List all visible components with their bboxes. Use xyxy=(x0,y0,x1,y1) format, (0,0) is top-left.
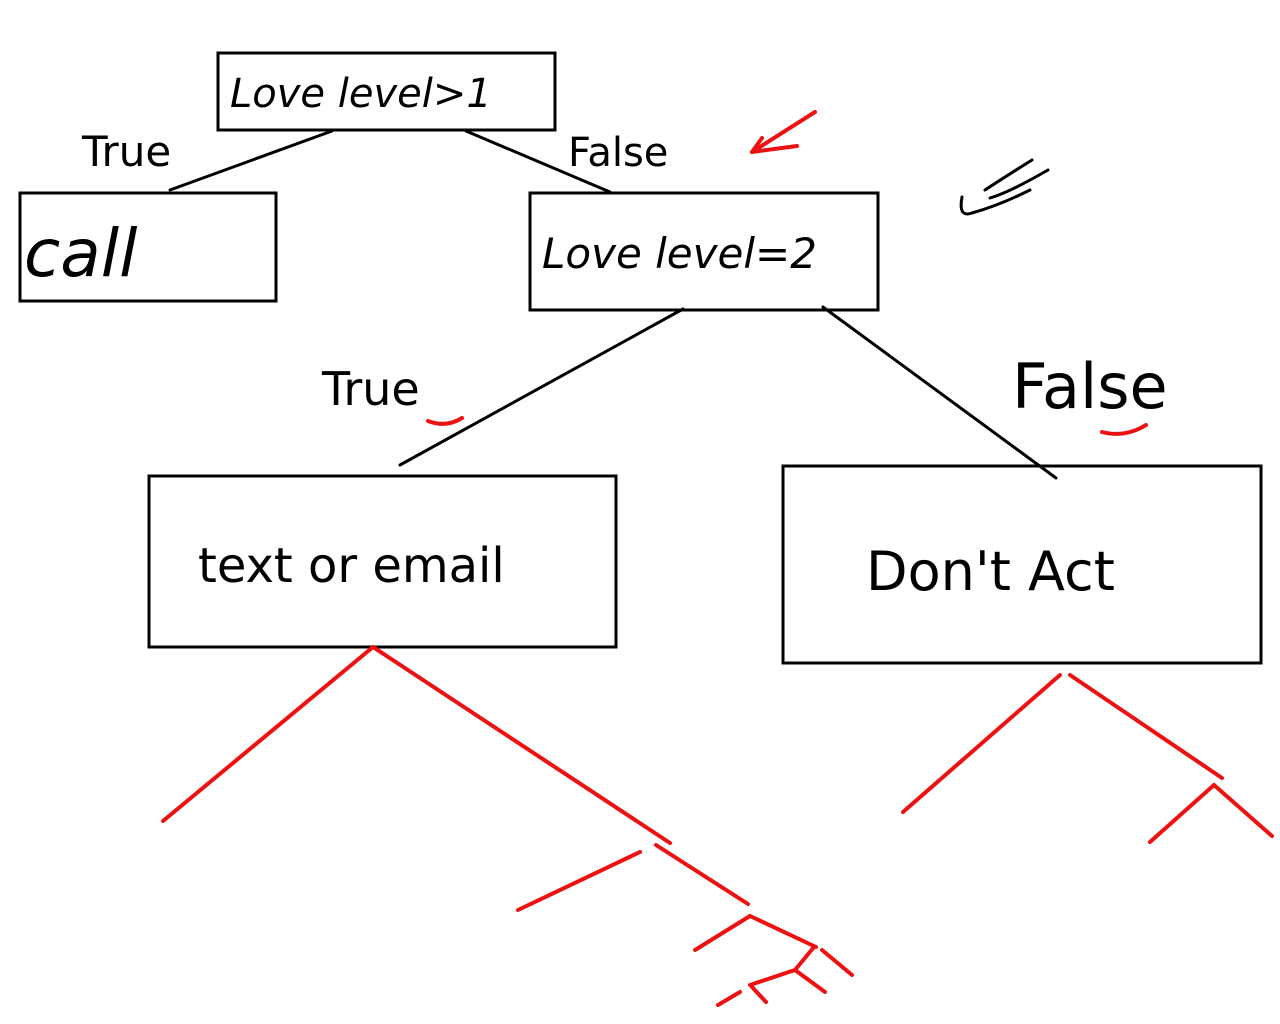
edge-second-false xyxy=(821,305,1058,480)
node-second-box xyxy=(528,191,880,312)
node-call: call xyxy=(18,191,278,303)
node-root-box xyxy=(216,51,557,132)
node-second: Love level=2 xyxy=(528,191,880,312)
node-text-or-email-label: text or email xyxy=(198,538,505,594)
node-call-label: call xyxy=(24,215,138,292)
false-underline-mark xyxy=(1100,423,1148,436)
edge-root-true-label: True xyxy=(81,127,171,176)
node-text-or-email: text or email xyxy=(147,474,618,649)
edge-root-false xyxy=(464,129,612,194)
edge-root-true xyxy=(168,129,334,192)
node-root: Love level>1 xyxy=(216,51,557,132)
red-subtree-left xyxy=(161,645,854,1007)
node-dont-act: Don't Act xyxy=(781,464,1263,665)
node-dont-act-label: Don't Act xyxy=(866,540,1115,603)
node-dont-act-box xyxy=(781,464,1263,665)
edge-second-true xyxy=(398,307,685,467)
red-arrow-annotation xyxy=(750,110,817,154)
red-subtree-right xyxy=(901,673,1274,844)
node-second-label: Love level=2 xyxy=(542,229,817,278)
true-underline-mark xyxy=(426,416,464,426)
arrow-scribble-icon xyxy=(959,158,1050,216)
edge-second-false-label: False xyxy=(1012,350,1168,423)
edge-second-true-label: True xyxy=(321,362,420,416)
edge-root-false-label: False xyxy=(568,130,668,176)
node-root-label: Love level>1 xyxy=(230,71,492,117)
node-text-or-email-box xyxy=(147,474,618,649)
node-call-box xyxy=(18,191,278,303)
